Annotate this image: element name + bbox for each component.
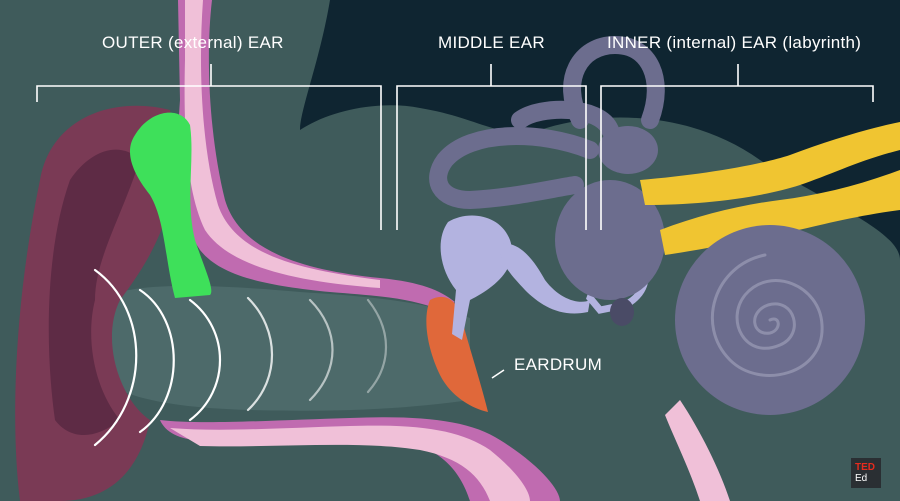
ted-ed-logo: TED Ed (851, 458, 881, 488)
canal-left (429, 127, 599, 210)
canal-mid (511, 100, 619, 139)
incus (499, 243, 590, 314)
logo-sub: Ed (855, 473, 868, 484)
sound-wave-2 (138, 288, 175, 434)
pinna-inner-fold (48, 149, 140, 435)
sound-wave-5 (308, 298, 334, 402)
eardrum (426, 296, 488, 412)
canal-skin-upper (178, 0, 455, 310)
middle-ear-label: MIDDLE EAR (438, 33, 545, 52)
sound-waves (93, 268, 387, 447)
sound-wave-4 (246, 296, 274, 412)
cartilage (130, 112, 212, 298)
sound-wave-3 (188, 298, 221, 422)
vestibule (555, 180, 665, 300)
sound-wave-1 (93, 268, 138, 447)
logo-brand: TED (855, 462, 875, 473)
cochlea-spiral (711, 253, 824, 377)
utricle (598, 126, 658, 174)
outer-ear-label: OUTER (external) EAR (102, 33, 284, 52)
sound-wave-6 (366, 298, 387, 394)
malleus (440, 215, 512, 340)
inner-ear-label: INNER (internal) EAR (labyrinth) (607, 33, 862, 52)
canal-skin-lower-light (170, 425, 530, 501)
ear-canal (100, 285, 470, 411)
eardrum-pointer (491, 369, 505, 379)
bracket-middle (396, 64, 587, 230)
region-brackets (36, 64, 874, 379)
round-window (610, 298, 634, 326)
bracket-outer (36, 64, 382, 230)
eardrum-label: EARDRUM (514, 355, 603, 374)
eustachian-tube (665, 400, 730, 501)
bracket-inner (600, 64, 874, 230)
